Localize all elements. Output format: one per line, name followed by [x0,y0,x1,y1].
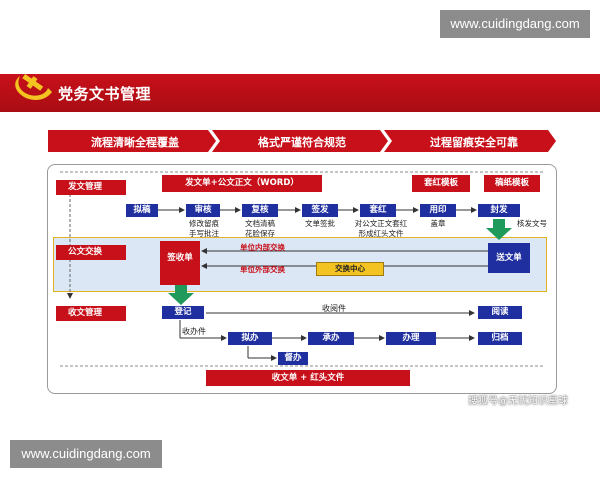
handle-label: 收办件 [182,327,206,336]
watermark-top: www.cuidingdang.com [440,10,590,38]
step-draft: 拟稿 [126,204,158,217]
green-down-arrow-icon [168,285,194,305]
principle-2: 格式严谨符合规范 [258,136,346,149]
title-bar [0,74,600,112]
register-box: 登记 [162,306,204,319]
bottom-doc-box: 收文单 + 红头文件 [206,370,410,386]
review-note: 修改留痕 手写批注 [189,219,219,238]
recheck-note: 文档清稿 花脸保存 [245,219,275,238]
page-title: 党务文书管理 [58,85,152,103]
archive-box: 归档 [478,332,522,345]
read-box: 阅读 [478,306,522,319]
template-box: 套红模板 [412,175,470,192]
sign-receipt-box: 签收单 [160,241,200,285]
exchange-band [53,237,547,292]
lane-label-receive: 收文管理 [56,306,126,321]
internal-exchange-label: 单位内部交换 [240,243,285,252]
delivery-note-box: 送文单 [488,243,530,273]
step-review: 审核 [186,204,220,217]
step-undertake: 承办 [308,332,354,345]
supervise-box: 督办 [278,352,308,365]
green-down-arrow-icon [486,219,512,240]
external-exchange-label: 单位外部交换 [240,265,285,274]
watermark-bottom: www.cuidingdang.com [10,440,162,468]
step-dispatch: 封发 [478,204,520,217]
step-recheck: 复核 [242,204,278,217]
lane-label-exchange: 公文交换 [56,245,126,260]
seal-note: 盖章 [430,219,446,228]
doc-box: 发文单+公文正文（WORD） [162,175,322,192]
paper-template-box: 稿纸模板 [484,175,540,192]
lane-label-send: 发文管理 [56,180,126,195]
step-propose: 拟办 [228,332,272,345]
step-sign: 签发 [302,204,338,217]
step-seal: 用印 [420,204,456,217]
numbering-note: 核发文号 [517,219,547,228]
sign-note: 文单签批 [305,219,335,228]
circulate-label: 收阅件 [322,304,346,313]
principle-3: 过程留痕安全可靠 [430,136,518,149]
principle-1: 流程清晰全程覆盖 [91,136,179,149]
step-redhead: 套红 [360,204,396,217]
exchange-center-box: 交换中心 [316,262,384,276]
redhead-note: 对公文正文套红 形成红头文件 [354,219,408,238]
credit-watermark: 搜狐号@无忧知识星球 [468,396,568,407]
step-process: 办理 [386,332,436,345]
